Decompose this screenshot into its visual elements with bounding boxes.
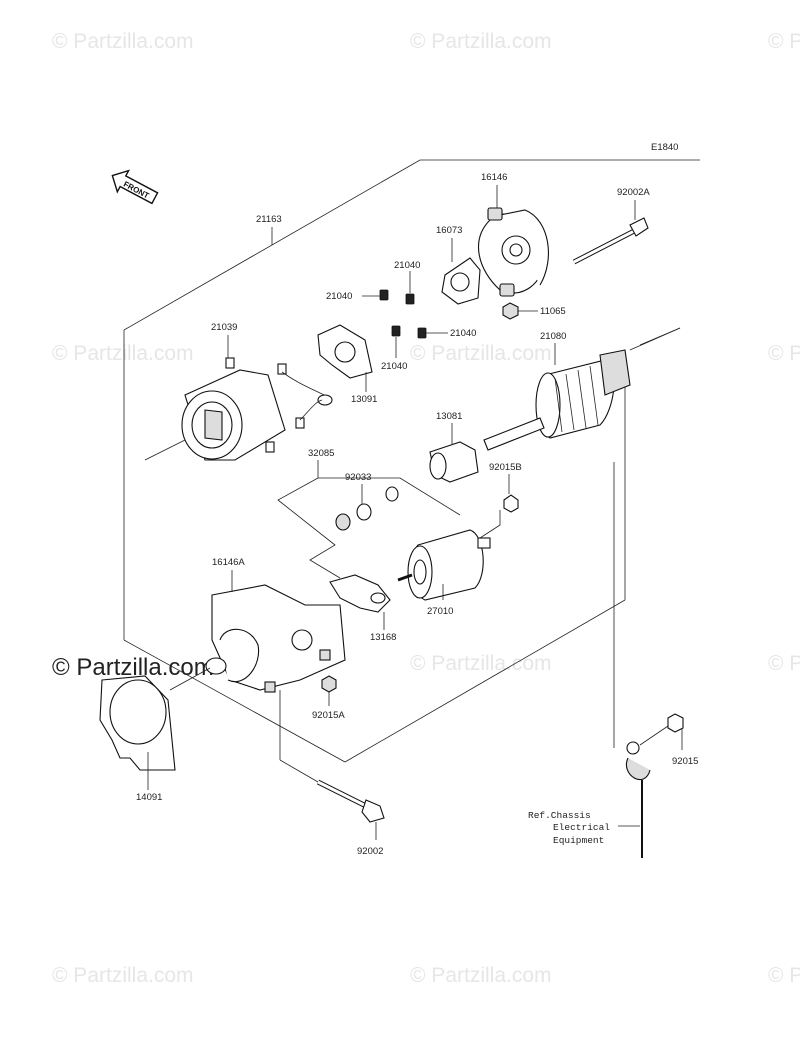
assembly-outline-bottom-right — [344, 599, 626, 763]
front-housing-16146A[interactable] — [205, 584, 346, 693]
part-label-21040[interactable]: 21040 — [450, 328, 476, 339]
watermark: © Partzilla.com — [52, 964, 194, 987]
leader-line — [639, 725, 669, 746]
reference-line-1: Ref.Chassis — [528, 810, 591, 821]
part-label-92033[interactable]: 92033 — [345, 472, 371, 483]
watermark: © Partzilla.com — [52, 30, 194, 53]
nut-92015[interactable] — [667, 713, 684, 733]
nut-92015A[interactable] — [321, 675, 337, 693]
part-label-13091[interactable]: 13091 — [351, 394, 377, 405]
watermark: © Partzilla.com — [410, 964, 552, 987]
brush-holder-13091[interactable] — [317, 324, 373, 379]
watermark: © Partzilla.com — [410, 652, 552, 675]
part-label-92015A[interactable]: 92015A — [312, 710, 345, 721]
yoke-21039[interactable] — [181, 357, 333, 461]
assembly-outline-bottom — [123, 639, 346, 763]
diagram-code: E1840 — [651, 142, 678, 153]
front-arrow-icon: FRONT — [111, 169, 159, 205]
nut-11065[interactable] — [502, 302, 519, 320]
watermark: © Partzilla.com — [768, 30, 800, 53]
part-label-21163[interactable]: 21163 — [256, 214, 282, 225]
part-label-32085[interactable]: 32085 — [308, 448, 334, 459]
nut-92015B[interactable] — [503, 494, 519, 513]
brush-spring-icon[interactable] — [417, 327, 427, 339]
watermark: © Partzilla.com — [52, 342, 194, 365]
brush-spring-icon[interactable] — [405, 293, 415, 305]
kit-outline-32085 — [277, 460, 341, 579]
watermark-group: © Partzilla.com © Partzilla.com © Partzi… — [52, 30, 800, 987]
brush-spring-icon[interactable] — [379, 289, 389, 301]
through-bolt-92002A[interactable] — [572, 217, 649, 265]
centerline — [144, 439, 186, 461]
centerline — [639, 327, 681, 346]
armature-21080[interactable] — [483, 349, 631, 451]
part-label-92002A[interactable]: 92002A — [617, 187, 650, 198]
part-label-21040[interactable]: 21040 — [381, 361, 407, 372]
battery-cable-terminal — [625, 741, 651, 858]
part-label-14091[interactable]: 14091 — [136, 792, 162, 803]
part-label-16146A[interactable]: 16146A — [212, 557, 245, 568]
rear-cover-16146[interactable] — [477, 207, 549, 297]
watermark: © Partzilla.com — [410, 342, 552, 365]
part-label-92015B[interactable]: 92015B — [489, 462, 522, 473]
part-label-16146[interactable]: 16146 — [481, 172, 507, 183]
leader-line — [279, 759, 319, 783]
shift-lever-13168[interactable] — [329, 574, 391, 613]
watermark: © Partzilla.com — [410, 30, 552, 53]
leader-line — [479, 510, 501, 539]
part-label-92002[interactable]: 92002 — [357, 846, 383, 857]
assembly-outline-top — [123, 159, 700, 331]
part-label-21080[interactable]: 21080 — [540, 331, 566, 342]
pinion-gear-13081[interactable] — [429, 441, 479, 483]
part-label-16073[interactable]: 16073 — [436, 225, 462, 236]
washer-92033[interactable] — [335, 486, 399, 531]
reference-line-3: Equipment — [553, 835, 604, 846]
gasket-14091[interactable] — [99, 675, 176, 771]
watermark: © Partzilla.com — [768, 964, 800, 987]
centerline — [169, 667, 211, 691]
part-label-92015[interactable]: 92015 — [672, 756, 698, 767]
reference-line-2: Electrical — [553, 822, 610, 833]
watermark: © Partzilla.com — [768, 652, 800, 675]
part-label-11065[interactable]: 11065 — [540, 306, 566, 317]
solenoid-27010[interactable] — [397, 529, 491, 601]
part-label-21040[interactable]: 21040 — [326, 291, 352, 302]
part-label-27010[interactable]: 27010 — [427, 606, 453, 617]
mounting-bolt-92002[interactable] — [316, 779, 385, 823]
part-label-13081[interactable]: 13081 — [436, 411, 462, 422]
watermark: © Partzilla.com — [768, 342, 800, 365]
kit-outline-32085 — [318, 477, 461, 516]
brush-plate-16073[interactable] — [441, 257, 481, 305]
brush-spring-icon[interactable] — [391, 325, 401, 337]
part-label-21039[interactable]: 21039 — [211, 322, 237, 333]
part-label-21040[interactable]: 21040 — [394, 260, 420, 271]
part-label-13168[interactable]: 13168 — [370, 632, 396, 643]
watermark-bold: © Partzilla.com — [52, 654, 214, 681]
